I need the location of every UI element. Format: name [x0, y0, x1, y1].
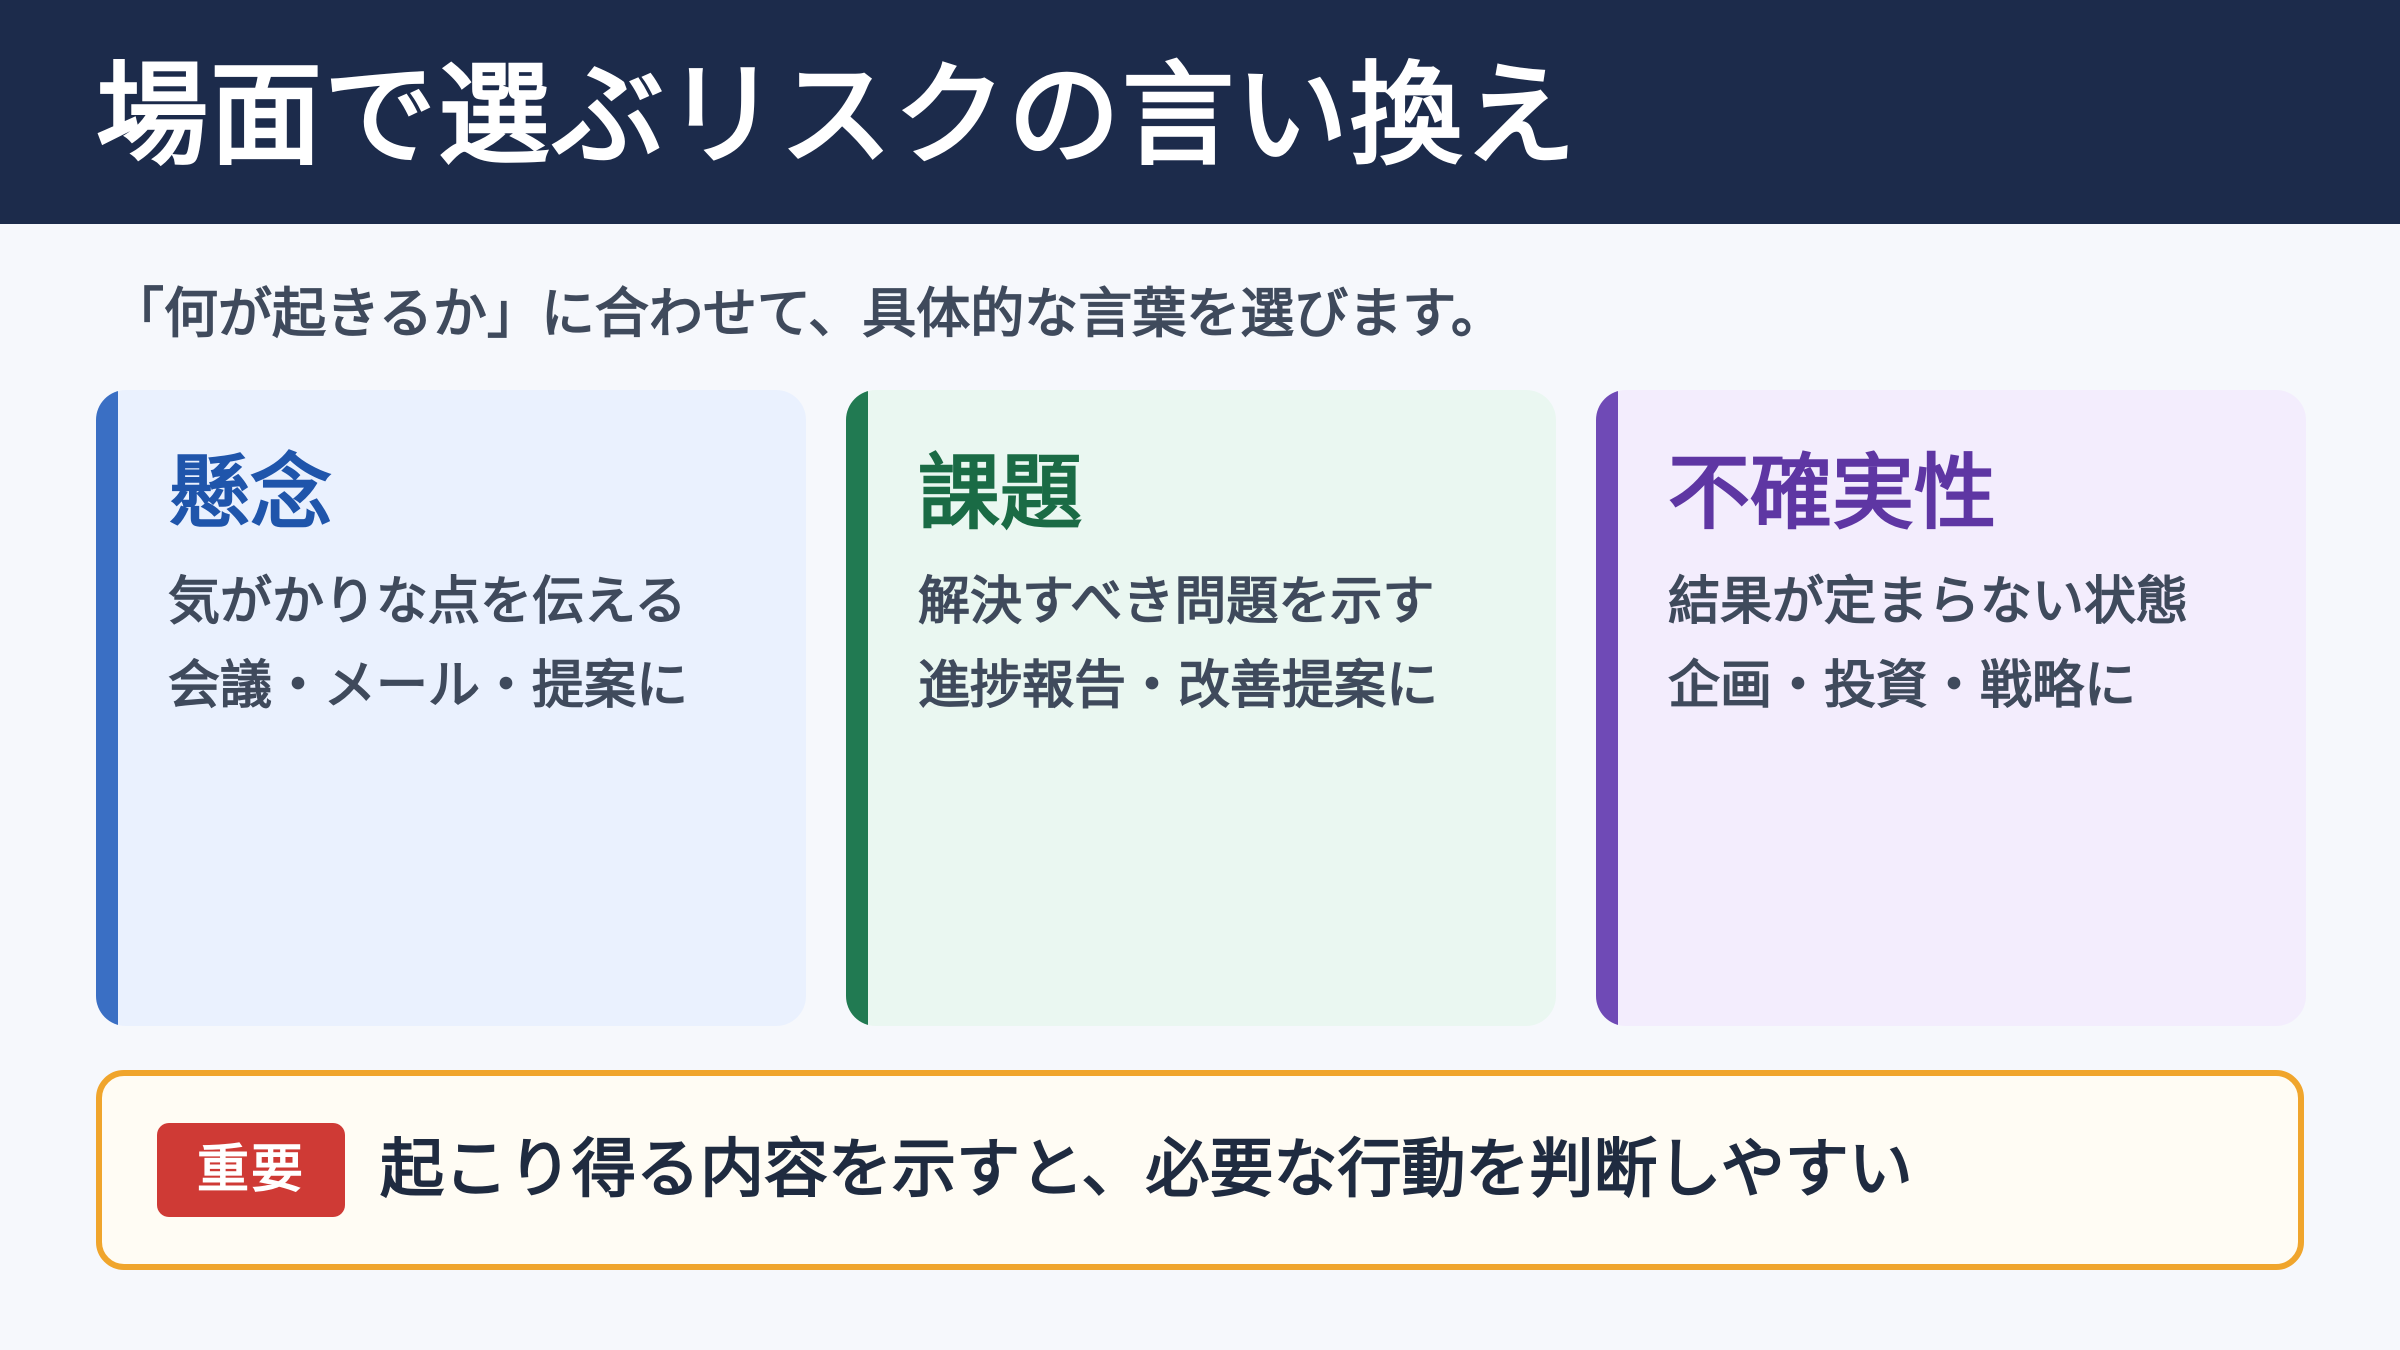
card-accent-bar — [1596, 390, 1618, 1026]
card-title: 懸念 — [168, 446, 333, 541]
card-kenen: 懸念 気がかりな点を伝える 会議・メール・提案に — [96, 390, 806, 1026]
callout-text: 起こり得る内容を示すと、必要な行動を判断しやすい — [380, 1133, 1913, 1207]
card-description: 結果が定まらない状態 — [1668, 572, 2189, 632]
card-kadai: 課題 解決すべき問題を示す 進捗報告・改善提案に — [846, 390, 1556, 1026]
card-title: 課題 — [918, 446, 1083, 541]
card-description: 解決すべき問題を示す — [918, 572, 1435, 632]
card-accent-bar — [96, 390, 118, 1026]
page-title: 場面で選ぶリスクの言い換え — [96, 51, 1578, 181]
card-usage: 進捗報告・改善提案に — [918, 656, 1439, 716]
page-subtitle: 「何が起きるか」に合わせて、具体的な言葉を選びます。 — [110, 282, 1505, 345]
card-usage: 会議・メール・提案に — [168, 656, 689, 716]
important-callout: 重要 起こり得る内容を示すと、必要な行動を判断しやすい — [96, 1070, 2304, 1270]
card-description: 気がかりな点を伝える — [168, 572, 687, 632]
card-fukakujitsusei: 不確実性 結果が定まらない状態 企画・投資・戦略に — [1596, 390, 2306, 1026]
card-accent-bar — [846, 390, 868, 1026]
header-bar: 場面で選ぶリスクの言い換え — [0, 0, 2400, 224]
important-badge: 重要 — [157, 1123, 345, 1217]
card-usage: 企画・投資・戦略に — [1668, 656, 2137, 716]
card-title: 不確実性 — [1668, 446, 1997, 541]
